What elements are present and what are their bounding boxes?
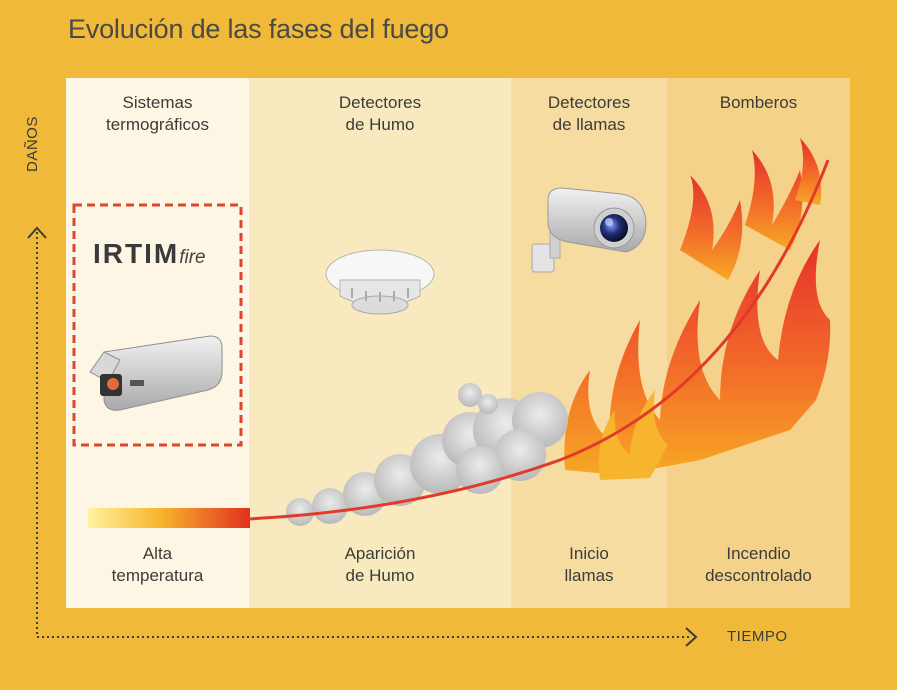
irtim-fire-logo: IRTIMfire xyxy=(93,238,206,269)
thermal-camera-icon xyxy=(89,335,223,411)
phase-panel-flame: Detectores de llamas Inicio llamas xyxy=(511,78,667,608)
x-axis-label: TIEMPO xyxy=(727,628,788,645)
diagram-title: Evolución de las fases del fuego xyxy=(68,14,449,44)
phase-bottom-caption: Incendio descontrolado xyxy=(705,544,812,585)
thermal-highlight-box xyxy=(72,203,243,447)
x-axis xyxy=(37,627,698,647)
phase-top-caption: Detectores de Humo xyxy=(338,93,422,134)
flames-illustration xyxy=(564,138,831,480)
heat-bar xyxy=(88,508,250,528)
phase-top-caption: Detectores de llamas xyxy=(547,93,631,134)
smoke-illustration xyxy=(286,383,568,526)
smoke-detector-icon xyxy=(325,249,435,315)
damage-curve xyxy=(247,159,830,521)
y-axis xyxy=(27,226,47,637)
phase-bottom-caption: Aparición de Humo xyxy=(344,544,416,585)
phase-top-caption: Sistemas termográficos xyxy=(106,93,209,134)
flame-detector-camera-icon xyxy=(531,187,647,273)
phase-bottom-caption: Alta temperatura xyxy=(111,544,204,585)
phase-top-caption: Bomberos xyxy=(719,93,798,112)
y-axis-label: DAÑOS xyxy=(24,116,41,172)
phase-bottom-caption: Inicio llamas xyxy=(564,544,614,585)
